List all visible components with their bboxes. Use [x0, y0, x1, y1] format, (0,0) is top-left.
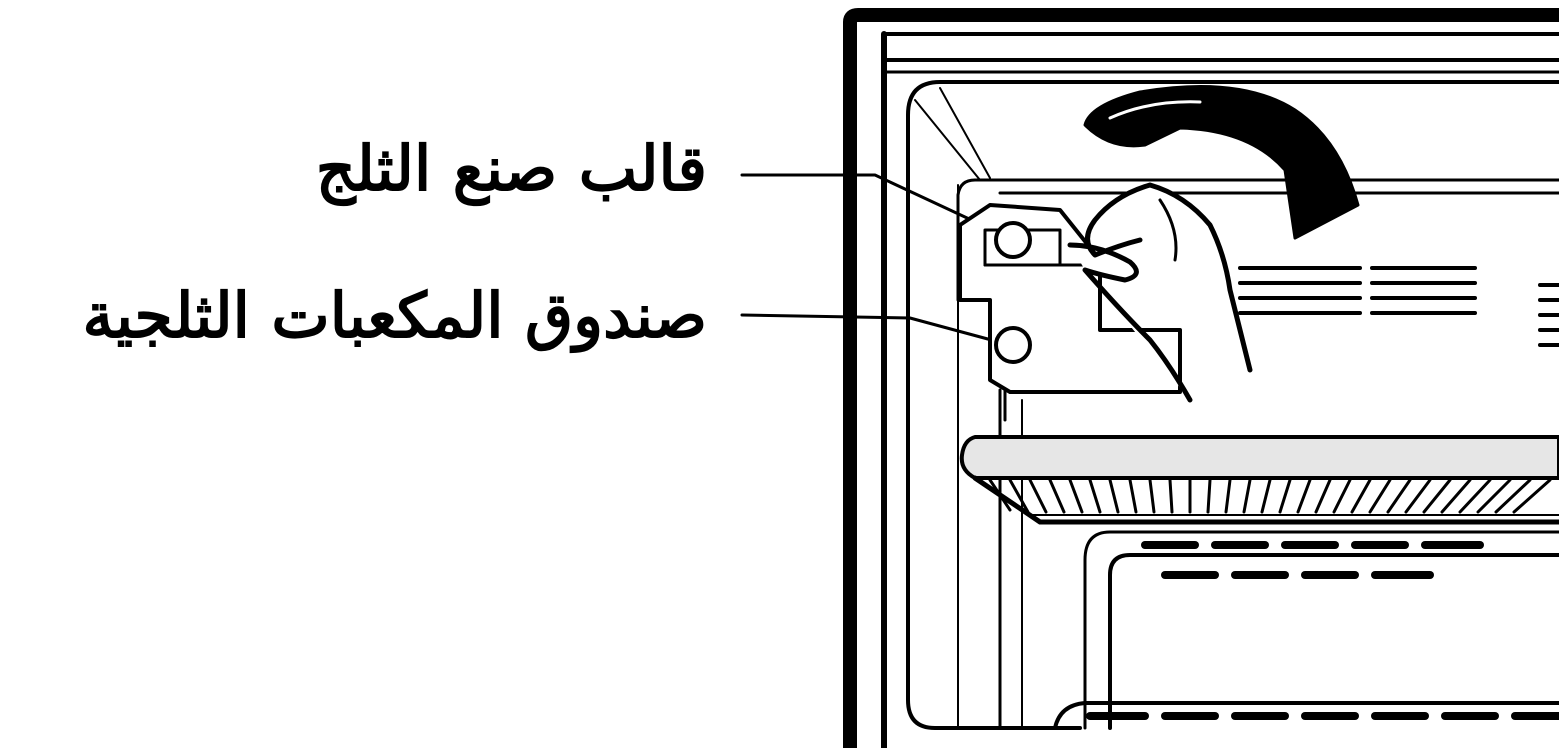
ice-bin-knob-icon [996, 328, 1030, 362]
vent-slots [1240, 268, 1559, 345]
freezer-drawer [1055, 532, 1559, 728]
leader-line-ice-bin [742, 315, 1010, 345]
ice-tray-knob-icon [996, 223, 1030, 257]
freezer-shelf [962, 437, 1559, 522]
shelf-grille [990, 480, 1550, 512]
